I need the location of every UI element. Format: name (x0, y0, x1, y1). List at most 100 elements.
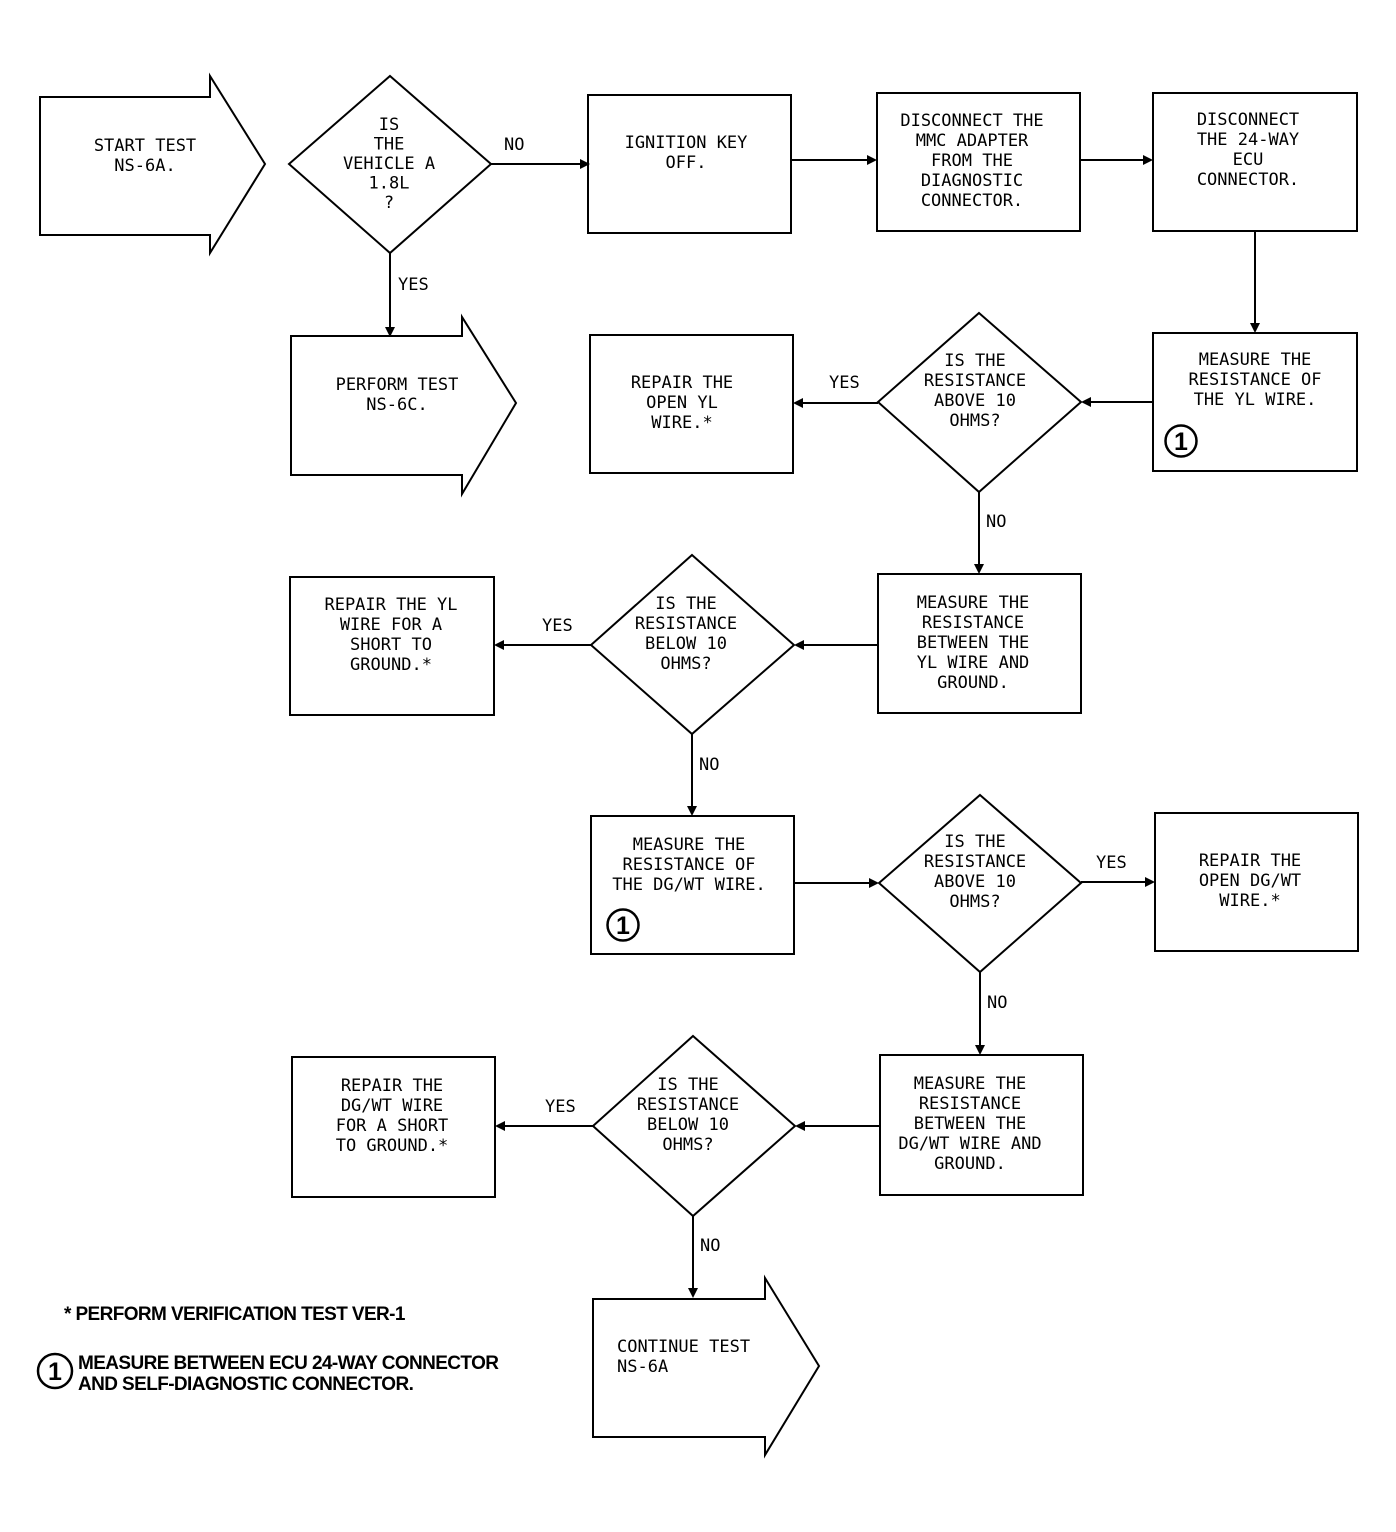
svg-text:1: 1 (48, 1358, 62, 1386)
node-text-line: CONTINUE TEST (617, 1337, 750, 1357)
node-text-line: WIRE.* (651, 413, 712, 433)
node-text-line: BETWEEN THE (917, 633, 1030, 653)
node-text-line: ? (384, 193, 394, 213)
node-text-line: REPAIR THE YL (324, 595, 457, 615)
edge-label-yes: YES (1096, 853, 1127, 873)
node-text-line: WIRE FOR A (340, 615, 442, 635)
measure-yl-box (1152, 332, 1358, 472)
start-arrow-shape (39, 72, 267, 257)
node-text-line: RESISTANCE (637, 1095, 739, 1115)
node-text-line: DG/WT WIRE AND (898, 1134, 1041, 1154)
node-text-line: DIAGNOSTIC (921, 171, 1023, 191)
repair-yl-short-box (289, 576, 495, 716)
node-text-line: OFF. (666, 153, 707, 173)
node-text-line: GROUND. (934, 1154, 1006, 1174)
svg-text:1: 1 (616, 912, 630, 940)
verification-note: * PERFORM VERIFICATION TEST VER-1 (64, 1304, 406, 1325)
node-text-line: MEASURE THE (914, 1074, 1027, 1094)
measure-note-line1: MEASURE BETWEEN ECU 24-WAY CONNECTOR (78, 1353, 499, 1374)
node-text-line: OPEN YL (646, 393, 718, 413)
node-text-line: OHMS? (949, 411, 1000, 431)
svg-text:1: 1 (1174, 428, 1188, 456)
node-text-line: ABOVE 10 (934, 872, 1016, 892)
node-text-line: IS THE (944, 351, 1005, 371)
repair-open-yl-box (589, 334, 794, 474)
node-text-line: 1.8L (369, 174, 410, 194)
edge-label-yes: YES (829, 373, 860, 393)
node-text-line: MEASURE THE (917, 593, 1030, 613)
node-text-line: MEASURE THE (1199, 350, 1312, 370)
edge-label-yes: YES (542, 616, 573, 636)
node-text-line: BETWEEN THE (914, 1114, 1027, 1134)
node-text-line: RESISTANCE (922, 613, 1024, 633)
node-text-line: RESISTANCE OF (1188, 370, 1321, 390)
circle-marker-dgwt: 1 (606, 908, 640, 942)
ignition-key-box (587, 94, 792, 234)
node-text-line: DG/WT WIRE (341, 1096, 443, 1116)
node-text-line: NS-6A. (114, 156, 175, 176)
continue-arrow-shape (592, 1274, 821, 1459)
node-text-line: ABOVE 10 (934, 391, 1016, 411)
node-text-line: THE YL WIRE. (1194, 390, 1317, 410)
edge-label-no: NO (987, 993, 1007, 1013)
node-text-line: IGNITION KEY (625, 133, 748, 153)
measure-footnote: 1 MEASURE BETWEEN ECU 24-WAY CONNECTOR A… (36, 1352, 500, 1395)
node-text-line: REPAIR THE (1199, 851, 1301, 871)
node-text-line: REPAIR THE (341, 1076, 443, 1096)
node-text-line: RESISTANCE (924, 852, 1026, 872)
node-text-line: FROM THE (931, 151, 1013, 171)
edge-label-yes: YES (398, 275, 429, 295)
node-text-line: IS THE (944, 832, 1005, 852)
node-text-line: THE DG/WT WIRE. (612, 875, 766, 895)
node-text-line: NS-6C. (366, 395, 427, 415)
repair-dgwt-short-box (291, 1056, 496, 1198)
node-text-line: OHMS? (662, 1135, 713, 1155)
node-text-line: CONNECTOR. (1197, 170, 1299, 190)
measure-dgwt-box (590, 815, 795, 955)
circle-marker-yl: 1 (1164, 424, 1198, 458)
node-text-line: DISCONNECT THE (900, 111, 1043, 131)
node-text-line: RESISTANCE OF (622, 855, 755, 875)
node-text-line: SHORT TO (350, 635, 432, 655)
node-text-line: START TEST (94, 136, 196, 156)
measure-dgwt-ground-box (879, 1054, 1084, 1196)
node-text-line: RESISTANCE (635, 614, 737, 634)
node-text-line: BELOW 10 (645, 634, 727, 654)
edge-label-yes: YES (545, 1097, 576, 1117)
node-text-line: THE (374, 135, 405, 155)
node-text-line: REPAIR THE (631, 373, 733, 393)
edge-label-no: NO (699, 755, 719, 775)
node-text-line: RESISTANCE (924, 371, 1026, 391)
edge-label-no: NO (504, 135, 524, 155)
edge-label-no: NO (986, 512, 1006, 532)
edge-label-no: NO (700, 1236, 720, 1256)
node-text-line: CONNECTOR. (921, 191, 1023, 211)
node-text-line: FOR A SHORT (336, 1116, 449, 1136)
node-text-line: IS (379, 115, 399, 135)
node-text-line: WIRE.* (1219, 891, 1280, 911)
node-text-line: OHMS? (660, 654, 711, 674)
node-text-line: PERFORM TEST (336, 375, 459, 395)
node-text-line: DISCONNECT (1197, 110, 1299, 130)
node-text-line: MMC ADAPTER (916, 131, 1029, 151)
